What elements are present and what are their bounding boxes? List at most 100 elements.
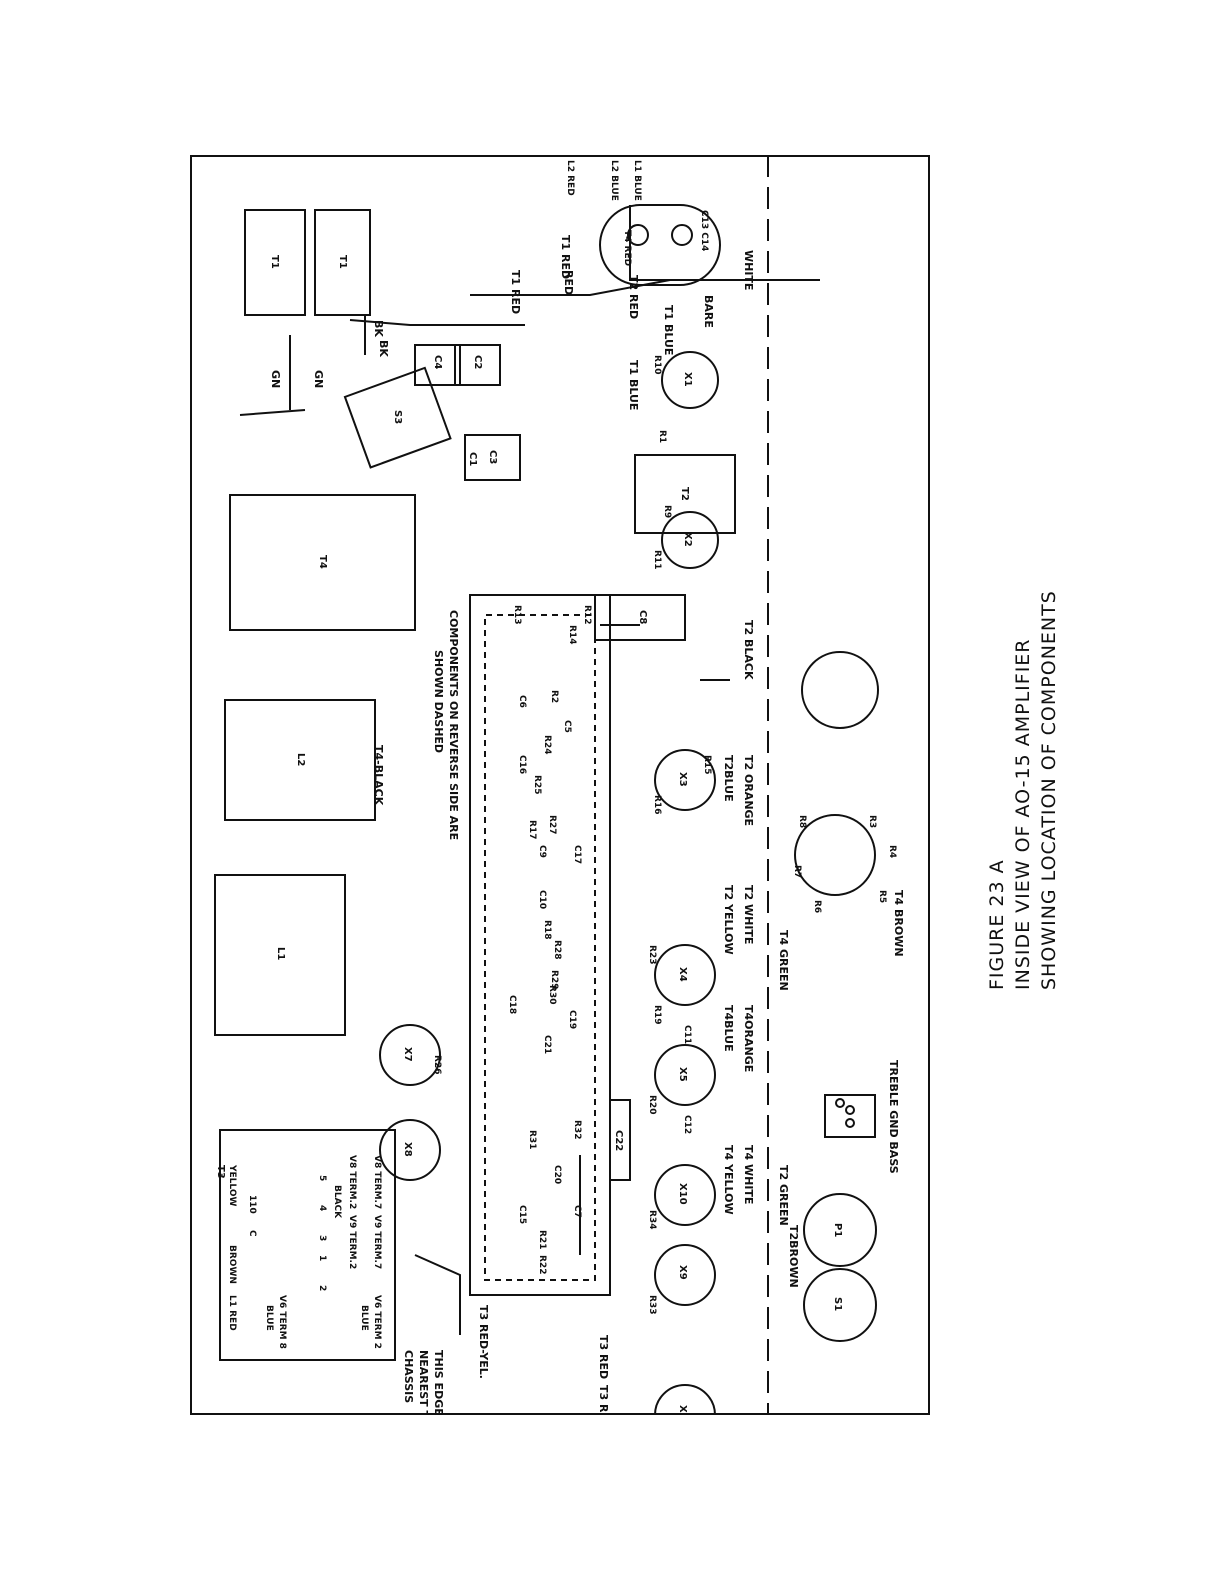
label-r33: R33 — [647, 1295, 657, 1314]
label-t1-blue-1: T1 BLUE — [662, 305, 675, 355]
label-r15: R15 — [702, 755, 712, 774]
transformer-t1a — [314, 209, 371, 316]
circuit-board-main — [469, 594, 611, 1296]
label-white: WHITE — [742, 250, 755, 290]
socket-x2 — [661, 511, 719, 569]
label-t3-red-1: T3 RED — [597, 1385, 610, 1415]
label-v8-term2: V8 TERM.2 — [347, 1155, 357, 1209]
label-t4-blue: T4BLUE — [722, 1005, 735, 1052]
label-c7: C7 — [572, 1205, 582, 1218]
label-r26: R26 — [432, 1055, 442, 1074]
label-n4: 4 — [317, 1205, 327, 1211]
caption-line-1: FIGURE 23 A — [986, 859, 1008, 990]
socket-x10 — [654, 1164, 716, 1226]
label-r30: R30 — [547, 985, 557, 1004]
label-x7: X7 — [402, 1047, 413, 1062]
label-r29: R29 — [549, 970, 559, 989]
label-r8: R8 — [797, 815, 807, 828]
label-c1: C1 — [467, 452, 478, 466]
component-layout-diagram: S1 P1 X9 X10 X5 X4 X3 X6 X8 X7 X2 X1 T1 … — [190, 155, 930, 1446]
caption-line-3: SHOWING LOCATION OF COMPONENTS — [1038, 590, 1060, 990]
label-t1a: T1 — [337, 255, 348, 269]
capacitor-c2 — [454, 344, 501, 386]
label-x2: X2 — [682, 532, 693, 547]
label-v6-term8: V6 TERM 8 — [277, 1295, 287, 1349]
label-r13: R13 — [512, 605, 522, 624]
label-bk-2: BK — [377, 340, 390, 357]
label-t2-blue: T2BLUE — [722, 755, 735, 802]
label-n5: 5 — [317, 1175, 327, 1181]
choke-l1 — [214, 874, 346, 1036]
label-r22: R22 — [537, 1255, 547, 1274]
label-r3: R3 — [867, 815, 877, 828]
label-c5: C5 — [562, 720, 572, 733]
label-l1-red: L1 RED — [227, 1295, 237, 1331]
label-treble-gnd-bass: TREBLE GND BASS — [887, 1060, 900, 1174]
label-r21: R21 — [537, 1230, 547, 1249]
label-r6: R6 — [812, 900, 822, 913]
label-t2: T2 — [679, 487, 690, 501]
label-reverse-note-1: COMPONENTS ON REVERSE SIDE ARE — [447, 610, 460, 840]
label-edge-note-1: THIS EDGE — [432, 1350, 445, 1415]
label-t4-orange: T4ORANGE — [742, 1005, 755, 1072]
label-l2-blue: L2 BLUE — [609, 160, 619, 201]
caption-line-2: INSIDE VIEW OF AO-15 AMPLIFIER — [1012, 638, 1034, 990]
label-r18: R18 — [542, 920, 552, 939]
label-x4: X4 — [677, 967, 688, 982]
label-t1-red-1: T1 RED — [559, 235, 572, 279]
label-c12: C12 — [682, 1115, 692, 1134]
label-c19: C19 — [567, 1010, 577, 1029]
label-c10: C10 — [537, 890, 547, 909]
label-t3-red-yel: T3 RED-YEL. — [477, 1305, 490, 1379]
label-t1b: T1 — [269, 255, 280, 269]
label-gn-2: GN — [269, 370, 282, 388]
transformer-t2 — [634, 454, 736, 534]
label-s1: S1 — [832, 1297, 843, 1311]
label-t3-red-2: T3 RED — [597, 1335, 610, 1379]
figure-caption: FIGURE 23 A INSIDE VIEW OF AO-15 AMPLIFI… — [980, 560, 1070, 990]
label-c20: C20 — [552, 1165, 562, 1184]
label-l1: L1 — [275, 947, 286, 960]
capacitor-c22 — [609, 1099, 631, 1181]
label-r23: R23 — [647, 945, 657, 964]
label-r27: R27 — [547, 815, 557, 834]
label-blue-1: BLUE — [359, 1305, 369, 1331]
label-t2-black: T2 BLACK — [742, 620, 755, 680]
reverse-side-outline — [484, 614, 596, 1281]
socket-x5 — [654, 1044, 716, 1106]
chassis-outline — [190, 155, 930, 1415]
label-yellow: YELLOW — [227, 1164, 237, 1206]
label-r12: R12 — [582, 605, 592, 624]
label-n1: 1 — [317, 1255, 327, 1261]
label-c21: C21 — [542, 1035, 552, 1054]
transformer-t4 — [229, 494, 416, 631]
label-r7: R7 — [792, 865, 802, 878]
label-t4: T4 — [317, 555, 328, 569]
socket-top-plug — [801, 651, 879, 729]
label-t2-orange: T2 ORANGE — [742, 755, 755, 826]
tone-switch — [824, 1094, 876, 1138]
label-p1: P1 — [832, 1223, 843, 1237]
label-x6: X6 — [677, 1405, 688, 1415]
label-t4-green: T4 GREEN — [777, 930, 790, 991]
label-c16: C16 — [517, 755, 527, 774]
label-c6: C6 — [517, 695, 527, 708]
label-r1: R1 — [657, 430, 667, 443]
label-c13c14: C13 C14 — [699, 210, 709, 251]
label-s3: S3 — [392, 410, 403, 424]
label-r32: R32 — [572, 1120, 582, 1139]
label-brown: BROWN — [227, 1245, 237, 1284]
label-t4-white: T4 WHITE — [742, 1145, 755, 1204]
label-c3: C3 — [487, 450, 498, 464]
label-r4: R4 — [887, 845, 897, 858]
socket-x1 — [661, 351, 719, 409]
diagram-svg: S1 P1 X9 X10 X5 X4 X3 X6 X8 X7 X2 X1 T1 … — [190, 155, 930, 1446]
label-v9-term7: V9 TERM.7 — [372, 1215, 382, 1269]
label-t2-brown: T2BROWN — [787, 1225, 800, 1288]
label-gn-1: GN — [312, 370, 325, 388]
label-r5: R5 — [877, 890, 887, 903]
label-nc: C — [247, 1230, 257, 1237]
socket-x3 — [654, 749, 716, 811]
socket-resistor-cluster — [794, 814, 876, 896]
